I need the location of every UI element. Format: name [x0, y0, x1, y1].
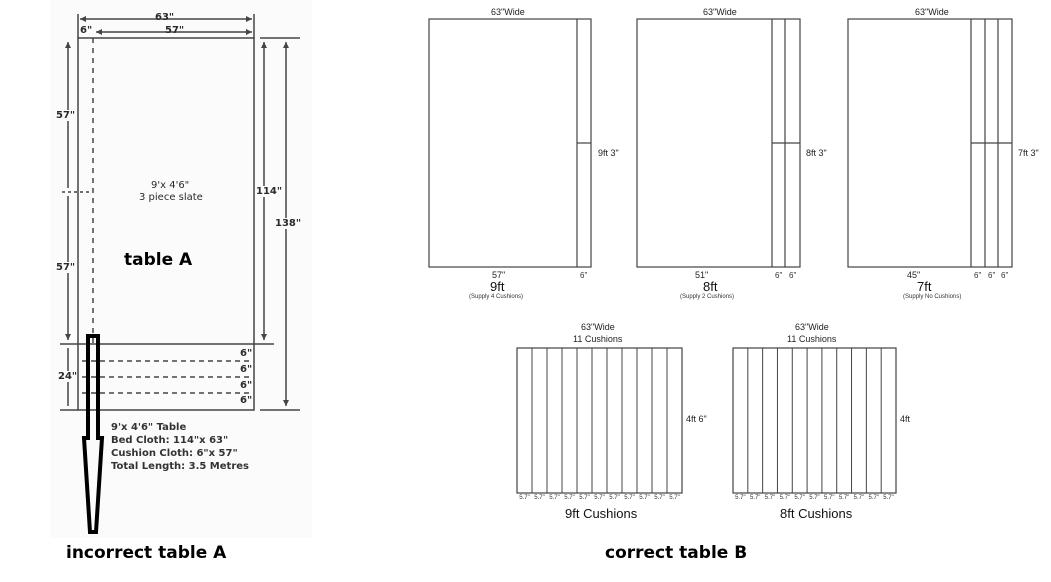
cushion-strip-3: 6": [240, 380, 253, 391]
table-7ft-width: 63"Wide: [915, 7, 949, 17]
strip-width-label: 5.7": [519, 495, 530, 501]
down-arrow-icon: [81, 334, 105, 534]
cushion-strip-1: 6": [240, 348, 253, 359]
dim-bed-width: 57": [165, 25, 185, 36]
table-7ft-bed: 45": [907, 270, 921, 280]
cushions-8ft-count: 11 Cushions: [787, 334, 837, 344]
strip-width-label: 5.7": [868, 495, 879, 501]
spec-line: 9'x 4'6" Table: [111, 422, 187, 433]
table-7ft-note: (Supply No Cushions): [903, 294, 962, 300]
dim-rail-width: 6": [80, 25, 93, 36]
caption-incorrect-table-a: incorrect table A: [66, 543, 227, 563]
slate-piece-label: 3 piece slate: [139, 192, 203, 203]
dim-upper-57: 57": [56, 110, 76, 121]
strip-width-label: 5.7": [883, 495, 894, 501]
cushions-9ft-caption: 9ft Cushions: [565, 506, 638, 521]
spec-line: Bed Cloth: 114"x 63": [111, 435, 229, 446]
dim-total-length-138: 138": [275, 218, 302, 229]
strip-width-label: 5.7": [549, 495, 560, 501]
strip-width-label: 5.7": [794, 495, 805, 501]
table-9ft-bed: 57": [492, 270, 506, 280]
table-8ft-strip-1: 6": [775, 271, 783, 280]
table-9ft-width: 63"Wide: [491, 7, 525, 17]
slate-size-label: 9'x 4'6": [151, 180, 190, 191]
strip-width-label: 5.7": [534, 495, 545, 501]
spec-line: Cushion Cloth: 6"x 57": [111, 448, 238, 459]
strip-width-label: 5.7": [838, 495, 850, 501]
dim-cushion-24: 24": [58, 371, 78, 382]
caption-correct-table-b: correct table B: [605, 543, 748, 563]
cushions-9ft-width: 63"Wide: [581, 322, 615, 332]
strip-width-label: 5.7": [764, 495, 776, 501]
strip-width-label: 5.7": [639, 495, 650, 501]
strip-width-label: 5.7": [853, 495, 865, 501]
table-9ft-size: 9ft: [490, 279, 505, 294]
spec-line: Total Length: 3.5 Metres: [111, 461, 249, 472]
cushions-8ft-width: 63"Wide: [795, 322, 829, 332]
cushions-9ft-strip-labels: 5.7" 5.7" 5.7" 5.7" 5.7" 5.7" 5.7" 5.7" 5.7" 5.7"…: [517, 495, 682, 501]
strip-width-label: 5.7": [654, 495, 665, 501]
dim-bed-length-114: 114": [256, 186, 283, 197]
cushions-8ft-height: 4ft: [900, 414, 911, 424]
table-8ft-size: 8ft: [703, 279, 718, 294]
table-7ft-size: 7ft: [917, 279, 932, 294]
cushions-8ft-strip-labels: 5.7"5.7"5.7"5.7"5.7"5.7"5.7"5.7"5.7"5.7"…: [733, 495, 896, 501]
table-7ft-strip-3: 6": [1001, 271, 1009, 280]
table-9ft-strip: 6": [580, 271, 588, 280]
table-7ft-strip-2: 6": [988, 271, 996, 280]
strip-width-label: 5.7": [564, 495, 575, 501]
table-8ft-length: 8ft 3": [806, 148, 827, 158]
dim-lower-57: 57": [56, 262, 76, 273]
table-7ft-strip-1: 6": [974, 271, 982, 280]
table-a-spec-list: 9'x 4'6" Table Bed Cloth: 114"x 63" Cush…: [111, 421, 249, 473]
cushions-8ft-caption: 8ft Cushions: [780, 506, 853, 521]
table-9ft-length: 9ft 3": [598, 148, 619, 158]
strip-width-label: 5.7": [624, 495, 635, 501]
cushion-strip-2: 6": [240, 364, 253, 375]
table-9ft-note: (Supply 4 Cushions): [469, 294, 524, 300]
strip-width-label: 5.7": [824, 495, 835, 501]
strip-width-label: 5.7": [594, 495, 605, 501]
strip-width-label: 5.7": [669, 495, 680, 501]
cushions-9ft-count: 11 Cushions: [573, 334, 623, 344]
dim-total-width: 63": [155, 12, 175, 23]
table-7ft-length: 7ft 3": [1018, 148, 1039, 158]
cushion-strip-4: 6": [240, 395, 253, 406]
strip-width-label: 5.7": [779, 495, 791, 501]
strip-width-label: 5.7": [809, 495, 820, 501]
table-8ft-note: (Supply 2 Cushions): [680, 294, 735, 300]
cushions-9ft-height: 4ft 6": [686, 414, 707, 424]
strip-width-label: 5.7": [749, 495, 761, 501]
table-8ft-width: 63"Wide: [703, 7, 737, 17]
table-8ft-bed: 51": [695, 270, 709, 280]
table-a-overlay-label: table A: [124, 250, 193, 270]
strip-width-label: 5.7": [735, 495, 746, 501]
table-8ft-strip-2: 6": [789, 271, 797, 280]
strip-width-label: 5.7": [579, 495, 590, 501]
strip-width-label: 5.7": [609, 495, 620, 501]
